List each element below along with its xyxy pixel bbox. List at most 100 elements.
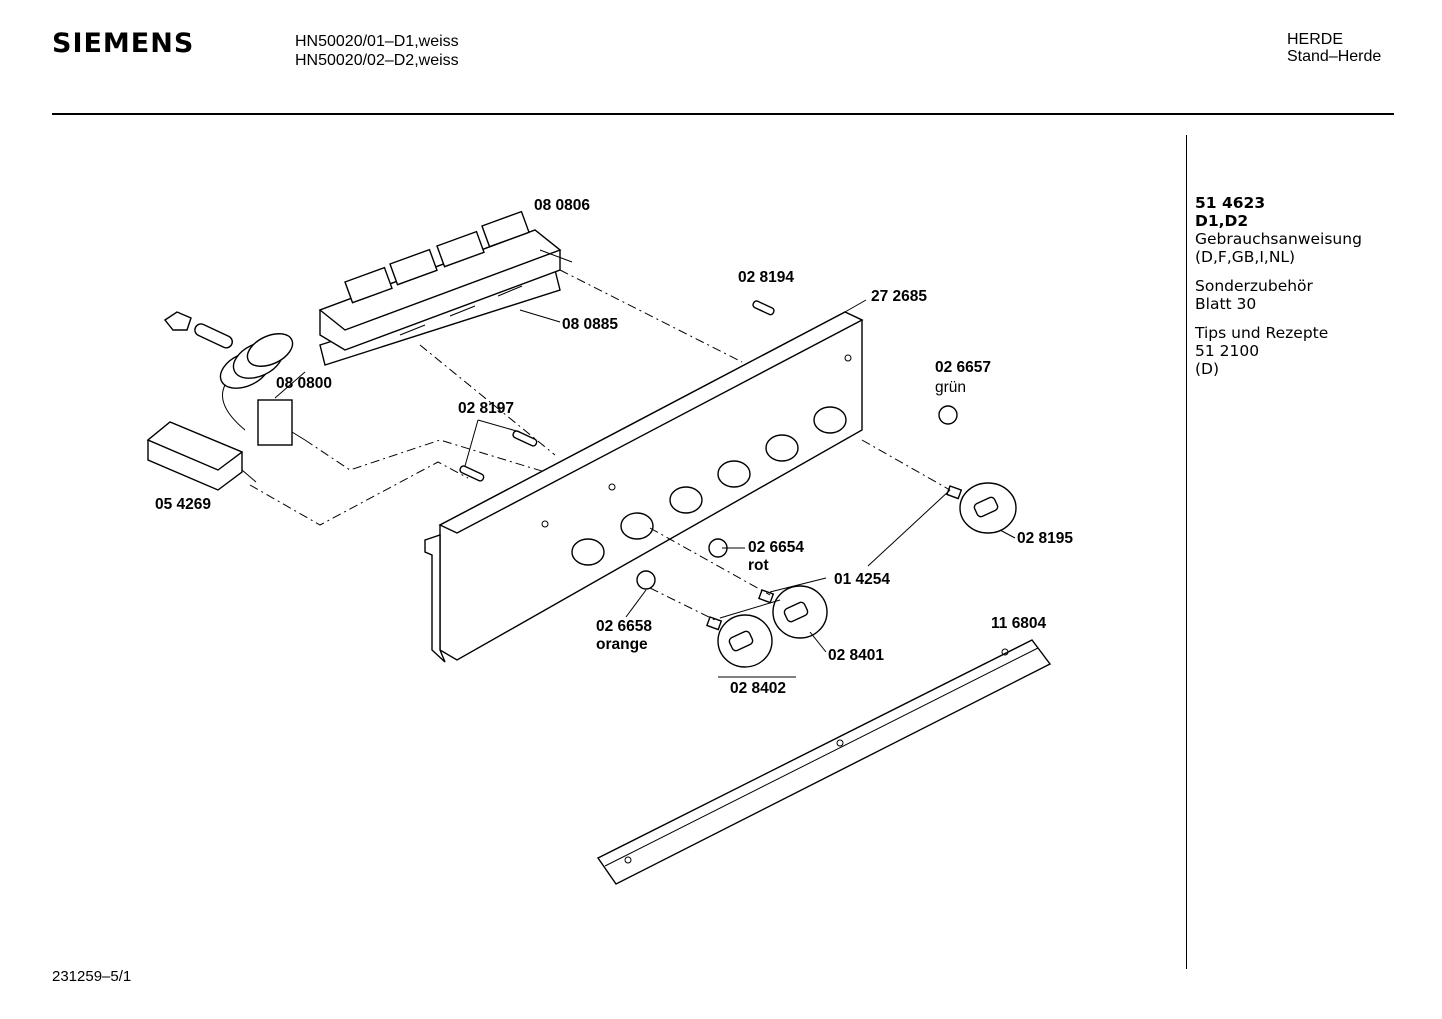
switch-shaft-4 [539,249,573,263]
assembly-line-switch [559,269,743,363]
panel-screw-hole-1 [608,483,616,491]
leader-014254-b [769,577,827,593]
manual-variants: D1,D2 [1195,212,1249,230]
assembly-line-terminal [249,461,469,526]
terminal-box-pin [241,469,257,483]
label-080885: 08 0885 [562,316,618,333]
trim-strip-fold [604,647,1039,867]
label-054269: 05 4269 [155,496,211,513]
assembly-line-connector [304,439,546,473]
trim-strip-hole-3 [836,739,844,747]
control-knob-028195 [959,482,1017,534]
label-028401: 02 8401 [828,647,884,664]
panel-knob-opening-6 [813,406,847,434]
assembly-line-knob-028195 [861,439,951,491]
indicator-lamp-orange [636,570,656,590]
sidebar-divider [1186,135,1187,969]
manual-title: Gebrauchsanweisung [1195,230,1362,248]
spring-clip-1 [946,485,963,500]
terminal-box [146,421,257,491]
label-080806: 08 0806 [534,197,590,214]
switch-module-1 [344,266,393,304]
spring-clip-2 [758,589,775,604]
leader-028197-b [464,419,479,467]
switch-block-assembly [318,210,573,366]
pin-028197-b [459,465,485,482]
leader-028195 [999,529,1016,539]
terminal-box-top [146,421,244,471]
appliance-category: HERDE Stand–Herde [1287,31,1381,65]
spring-clip-3 [706,616,723,631]
switch-shaft-2 [449,305,476,317]
label-080800: 08 0800 [276,375,332,392]
panel-screw-hole-3 [844,354,852,362]
accessories-title: Sonderzubehör [1195,277,1313,295]
indicator-lamp-green [938,405,958,425]
leader-272685 [844,299,867,313]
connector-block [257,399,293,446]
manual-group: 51 4623 D1,D2 Gebrauchsanweisung (D,F,GB… [1195,194,1362,266]
switch-shaft-1 [399,324,426,336]
label-272685: 27 2685 [871,288,927,305]
label-026657-color: grün [935,379,966,396]
panel-screw-hole-2 [541,520,549,528]
wiring-parts [163,311,306,446]
header-rule [52,113,1394,115]
leader-026658 [625,589,647,618]
panel-knob-opening-4 [717,460,751,488]
label-026658-color: orange [596,636,648,653]
label-026654-color: rot [748,557,769,574]
connector-pin [291,431,306,441]
control-panel [424,311,864,663]
recipes-language: (D) [1195,360,1220,378]
switch-module-2 [389,248,438,286]
switch-module-3 [436,230,485,268]
assembly-lines [249,269,951,621]
panel-knob-opening-3 [669,486,703,514]
cable-wire [222,384,246,431]
trim-strip-body [596,639,1052,885]
leader-014254-a [867,489,951,567]
manual-languages: (D,F,GB,I,NL) [1195,248,1296,266]
control-panel-side-flange [424,534,446,663]
panel-knob-opening-1 [571,538,605,566]
recipes-title: Tips und Rezepte [1195,324,1329,342]
leader-080885 [519,309,561,323]
leader-028401 [809,631,827,653]
recipes-group: Tips und Rezepte 51 2100 (D) [1195,324,1362,378]
leader-014254-c [719,599,781,619]
model-list: HN50020/01–D1,weiss HN50020/02–D2,weiss [295,32,459,70]
label-028195: 02 8195 [1017,530,1073,547]
label-116804: 11 6804 [991,615,1047,632]
label-028194: 02 8194 [738,269,794,286]
leader-028197-a [477,419,521,433]
control-knob-028401 [772,585,828,639]
leader-080800 [274,371,306,399]
category-line-2: Stand–Herde [1287,48,1382,65]
manual-number: 51 4623 [1195,194,1266,212]
brand-logo: SIEMENS [52,28,195,59]
assembly-line-knob-028401 [649,527,771,596]
recipes-number: 51 2100 [1195,342,1260,360]
label-026658: 02 6658 [596,618,652,635]
switch-shaft-3 [497,285,523,297]
accessories-group: Sonderzubehör Blatt 30 [1195,277,1362,313]
accessories-sheet: Blatt 30 [1195,295,1257,313]
trim-strip-116804 [596,639,1052,885]
drawing-number: 231259–5/1 [52,968,132,985]
model-line-1: HN50020/01–D1,weiss [295,33,459,50]
cable-sleeve [194,323,233,349]
documentation-info: 51 4623 D1,D2 Gebrauchsanweisung (D,F,GB… [1195,194,1362,389]
trim-strip-hole-1 [624,856,632,864]
panel-knob-opening-5 [765,434,799,462]
pin-028197-a [512,430,538,447]
knob-028195-grip [973,496,999,518]
trim-strip-hole-2 [1001,648,1009,656]
knob-028401-grip [783,601,809,623]
label-014254: 01 4254 [834,571,890,588]
label-028402: 02 8402 [730,680,786,697]
coiled-cable-3 [246,333,294,367]
switch-module-4 [481,210,530,248]
label-026654: 02 6654 [748,539,804,556]
panel-knob-opening-2 [620,512,654,540]
